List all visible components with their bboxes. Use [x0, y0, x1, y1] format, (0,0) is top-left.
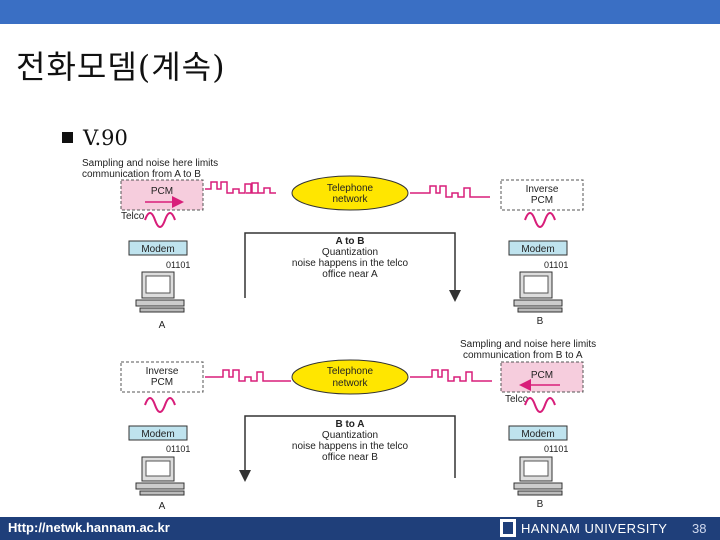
bottom-inverse-pcm-box: [120, 361, 204, 393]
top-right-pulses: [410, 185, 490, 198]
square-bullet-icon: [62, 132, 73, 143]
top-inverse-label-2: PCM: [531, 195, 553, 206]
top-network-label-1: Telephone: [327, 183, 374, 194]
bottom-left-pulses: [205, 369, 291, 382]
bottom-network-label-2: network: [332, 378, 368, 389]
top-network-label-2: network: [332, 194, 368, 205]
top-explain-3: noise happens in the telco: [292, 258, 409, 269]
bullet-item: V.90: [62, 126, 128, 150]
footer-bar: [0, 517, 720, 540]
top-left-modem-label: Modem: [141, 244, 174, 255]
bottom-note-line2: communication from B to A: [463, 350, 583, 361]
top-right-computer-icon: [513, 271, 563, 313]
top-left-bits: 01101: [166, 260, 190, 270]
top-accent-bar: [0, 0, 720, 24]
bottom-network-ellipse: [291, 359, 409, 395]
bottom-pcm-label: PCM: [531, 370, 553, 381]
bullet-text: V.90: [83, 126, 128, 150]
bottom-right-pulses: [410, 369, 492, 382]
top-inverse-pcm-box: [500, 179, 584, 211]
bottom-right-computer-icon: [513, 456, 563, 496]
top-right-modem: [508, 240, 568, 256]
top-network-ellipse: [291, 175, 409, 211]
top-left-computer-icon: [135, 271, 185, 313]
bottom-left-computer-icon: [135, 456, 185, 496]
top-right-bits: 01101: [544, 260, 568, 270]
bottom-left-modem: [128, 425, 188, 441]
top-station-a: A: [159, 320, 166, 331]
top-station-b: B: [537, 316, 544, 327]
bottom-left-wave: [144, 397, 176, 413]
bottom-station-b: B: [537, 499, 544, 510]
top-pcm-label: PCM: [151, 186, 173, 197]
top-left-modem: [128, 240, 188, 256]
bottom-flow-arrow: [239, 415, 456, 482]
bottom-pcm-box: [500, 361, 584, 393]
bottom-explain-2: Quantization: [322, 430, 378, 441]
bottom-explain-3: noise happens in the telco: [292, 441, 409, 452]
top-left-pulses: [205, 181, 276, 194]
top-note-line2: communication from A to B: [82, 169, 201, 180]
top-explain-4: office near A: [322, 269, 378, 280]
bottom-section: Sampling and noise here limits communica…: [120, 339, 596, 512]
bottom-right-modem-label: Modem: [521, 429, 554, 440]
bottom-station-a: A: [159, 501, 166, 512]
bottom-telco-label: Telco: [505, 394, 529, 405]
footer-university: HANNAM UNIVERSITY: [521, 521, 668, 536]
top-telco-label: Telco: [121, 211, 145, 222]
bottom-inverse-label-2: PCM: [151, 377, 173, 388]
top-pcm-box: [120, 179, 204, 211]
university-logo-icon: [500, 519, 516, 537]
bottom-left-bits: 01101: [166, 444, 190, 454]
top-left-wave: [144, 212, 176, 228]
bottom-right-wave: [524, 397, 556, 413]
bottom-right-modem: [508, 425, 568, 441]
footer-url: Http://netwk.hannam.ac.kr: [8, 520, 170, 535]
bottom-left-modem-label: Modem: [141, 429, 174, 440]
bottom-explain-4: office near B: [322, 452, 378, 463]
bottom-inverse-label-1: Inverse: [146, 366, 179, 377]
top-explain-1: A to B: [335, 236, 364, 247]
page-number: 38: [692, 521, 707, 536]
top-section: Sampling and noise here limits communica…: [82, 158, 584, 331]
top-inverse-label-1: Inverse: [526, 184, 559, 195]
top-flow-arrow: [244, 232, 461, 302]
top-explain-2: Quantization: [322, 247, 378, 258]
bottom-explain-1: B to A: [335, 419, 364, 430]
slide-title: 전화모뎀(계속): [16, 48, 226, 86]
top-right-modem-label: Modem: [521, 244, 554, 255]
bottom-note-line1: Sampling and noise here limits: [460, 339, 596, 350]
top-right-wave: [524, 212, 556, 228]
bottom-network-label-1: Telephone: [327, 366, 374, 377]
bottom-right-bits: 01101: [544, 444, 568, 454]
top-note-line1: Sampling and noise here limits: [82, 158, 218, 169]
